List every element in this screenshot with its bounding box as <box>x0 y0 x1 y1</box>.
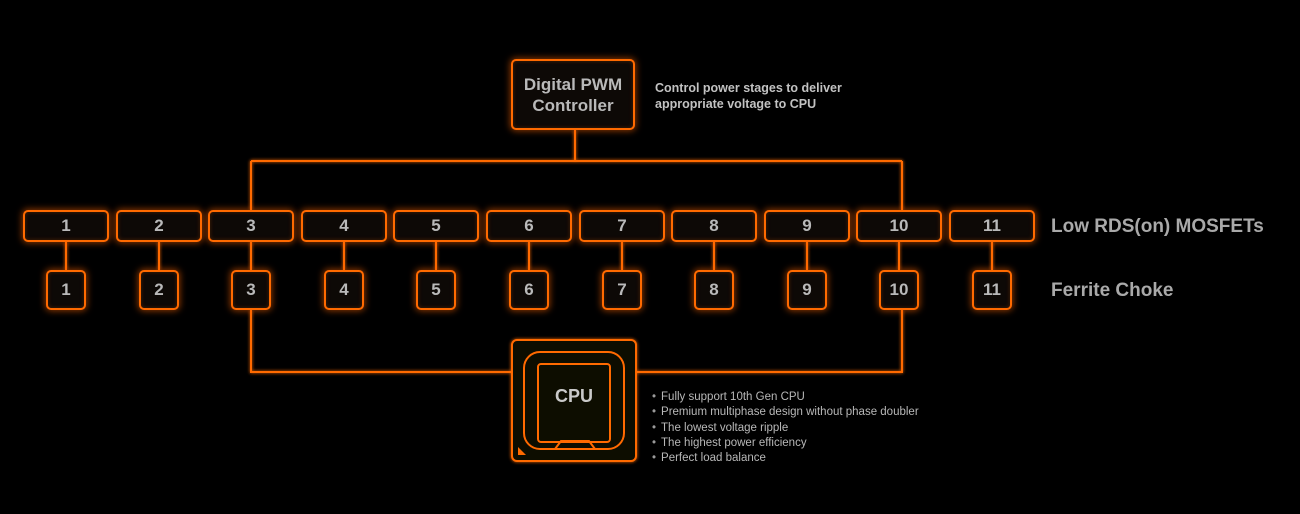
cpu-package <box>511 339 637 462</box>
pwm-controller-box: Digital PWM Controller <box>511 59 635 130</box>
feature-item: The highest power efficiency <box>652 436 919 451</box>
mosfet-row-label: Low RDS(on) MOSFETs <box>1051 216 1264 237</box>
choke-box: 7 <box>602 270 642 310</box>
mosfet-box: 5 <box>393 210 479 242</box>
choke-box: 3 <box>231 270 271 310</box>
choke-box: 10 <box>879 270 919 310</box>
controller-description: Control power stages to deliver appropri… <box>655 81 842 111</box>
mosfet-box: 9 <box>764 210 850 242</box>
mosfet-box: 10 <box>856 210 942 242</box>
mosfet-box: 7 <box>579 210 665 242</box>
mosfet-box: 2 <box>116 210 202 242</box>
mosfet-box: 1 <box>23 210 109 242</box>
feature-item: Fully support 10th Gen CPU <box>652 390 919 405</box>
feature-item: The lowest voltage ripple <box>652 421 919 436</box>
cpu-notch <box>554 440 596 450</box>
mosfet-box: 11 <box>949 210 1035 242</box>
choke-box: 5 <box>416 270 456 310</box>
feature-item: Premium multiphase design without phase … <box>652 405 919 420</box>
choke-row-label: Ferrite Choke <box>1051 280 1174 301</box>
cpu-feed-right <box>636 310 903 373</box>
pwm-controller-title: Digital PWM Controller <box>523 74 623 115</box>
cpu-feature-list: Fully support 10th Gen CPU Premium multi… <box>652 390 919 466</box>
cpu-feed-left <box>250 310 512 373</box>
mosfet-box: 6 <box>486 210 572 242</box>
choke-box: 4 <box>324 270 364 310</box>
choke-box: 1 <box>46 270 86 310</box>
cpu-corner-mark <box>518 447 526 455</box>
choke-box: 6 <box>509 270 549 310</box>
cpu-label: CPU <box>554 386 593 406</box>
mosfet-box: 8 <box>671 210 757 242</box>
feature-item: Perfect load balance <box>652 451 919 466</box>
choke-box: 8 <box>694 270 734 310</box>
cpu-die-outer <box>523 351 625 450</box>
choke-box: 11 <box>972 270 1012 310</box>
mosfet-box: 4 <box>301 210 387 242</box>
choke-box: 2 <box>139 270 179 310</box>
mosfet-box: 3 <box>208 210 294 242</box>
choke-box: 9 <box>787 270 827 310</box>
